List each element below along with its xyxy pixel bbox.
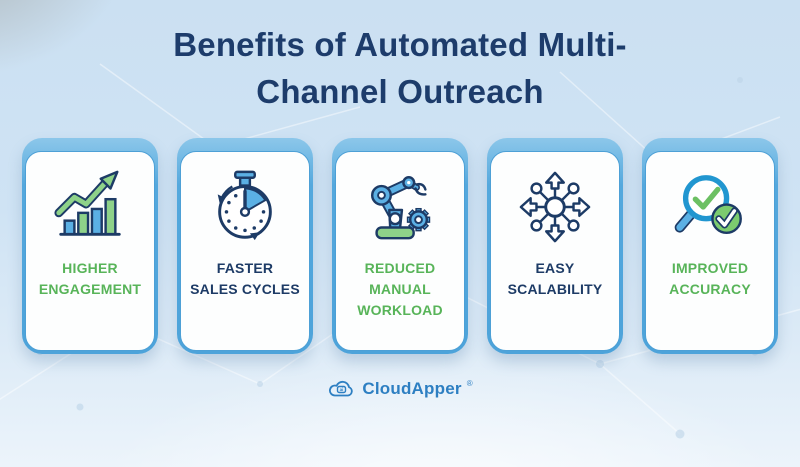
brand-footer: ai CloudApper ® (0, 378, 800, 400)
magnifier-check-icon (674, 174, 742, 234)
benefit-cards-row: HIGHER ENGAGEMENT (0, 137, 800, 354)
growth-chart-icon (54, 170, 121, 236)
stopwatch-icon (217, 170, 272, 240)
page-title: Benefits of Automated Multi- Channel Out… (173, 26, 627, 110)
brand-name: CloudApper (362, 378, 462, 398)
robot-arm-icon (370, 175, 431, 240)
card-label: EASY SCALABILITY (507, 259, 603, 297)
trademark-symbol: ® (466, 379, 473, 389)
benefit-card-easy-scalability: EASY SCALABILITY (487, 137, 623, 354)
card-label: HIGHER ENGAGEMENT (38, 259, 142, 297)
benefit-card-faster-sales-cycles: FASTER SALES CYCLES (177, 137, 313, 354)
card-label: FASTER SALES CYCLES (190, 259, 300, 297)
card-label: IMPROVED ACCURACY (669, 259, 751, 297)
svg-text:ai: ai (340, 387, 344, 392)
card-label: REDUCED MANUAL WORKLOAD (357, 259, 443, 318)
benefit-card-higher-engagement: HIGHER ENGAGEMENT (22, 137, 158, 354)
cloudapper-logo-icon: ai (329, 380, 354, 397)
benefit-card-improved-accuracy: IMPROVED ACCURACY (642, 137, 778, 354)
scale-arrows-icon (519, 171, 591, 243)
benefit-card-reduced-manual-workload: REDUCED MANUAL WORKLOAD (332, 137, 468, 354)
